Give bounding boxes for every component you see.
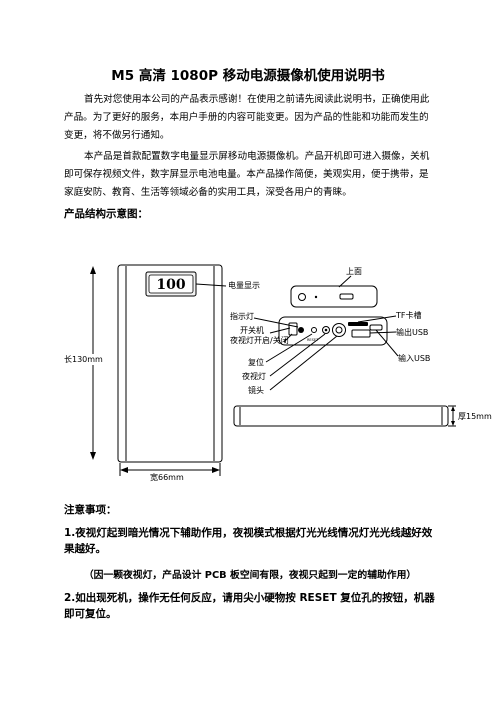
note-1: 1.夜视灯起到暗光情况下辅助作用，夜视模式根据灯光光线情况灯光光线越好效果越好。 (64, 527, 433, 555)
document-title: M5 高清 1080P 移动电源摄像机使用说明书 (111, 68, 385, 84)
side-view-outline (233, 405, 449, 427)
top-face-usb-port (339, 293, 354, 300)
reset-leader (265, 333, 313, 363)
indicator-light (298, 327, 304, 333)
label-night-light: 夜视灯 (242, 372, 266, 381)
output-usb-port (351, 329, 371, 338)
width-arrow-right (212, 467, 220, 473)
width-arrow-left (120, 467, 128, 473)
label-output-usb: 输出USB (396, 328, 429, 337)
tf-card-slot (348, 322, 368, 326)
reset-small-label: RESET (307, 338, 319, 342)
label-power-switch: 开关机 (240, 326, 264, 335)
battery-display-leader (195, 283, 227, 287)
output-usb-leader (369, 331, 397, 334)
notes-heading: 注意事项： (64, 504, 117, 516)
label-night-light-switch: 夜视灯开启/关闭 (230, 336, 289, 345)
tf-slot-leader (357, 315, 397, 323)
reset-hole (311, 327, 317, 333)
label-indicator: 指示灯 (230, 312, 254, 321)
camera-lens (332, 323, 346, 337)
label-input-usb: 输入USB (398, 354, 431, 363)
top-face-hole-1 (298, 293, 306, 301)
camera-lens-inner (335, 326, 343, 334)
lens-leader (269, 335, 338, 391)
night-light-center (324, 328, 328, 332)
note-2: 2.如出现死机，操作无任何反应，请用尖小硬物按 RESET 复位孔的按钮，机器即… (64, 592, 435, 620)
label-battery-display: 电量显示 (228, 281, 260, 290)
label-tf-slot: TF卡槽 (396, 311, 422, 320)
description-paragraph: 本产品是首款配置数字电量显示屏移动电源摄像机。产品开机即可进入摄像，关机即可保存… (64, 151, 430, 198)
thickness-arrow-bottom (451, 421, 455, 426)
power-switch-slot (288, 322, 298, 336)
top-face-hole-2 (314, 295, 318, 299)
thickness-arrow-top (451, 406, 455, 411)
label-length: 长130mm (64, 354, 103, 365)
top-face-outline (290, 285, 378, 308)
night-light (322, 326, 330, 334)
label-top-face: 上面 (346, 267, 362, 276)
intro-paragraph: 首先对您使用本公司的产品表示感谢！在使用之前请先阅读此说明书，正确使用此产品。为… (64, 94, 430, 141)
length-arrow-top (90, 266, 96, 274)
label-thickness: 厚15mm (458, 412, 492, 421)
battery-display-value: 100 (156, 277, 185, 293)
top-face-leader (338, 275, 352, 288)
night-light-leader (269, 333, 326, 377)
device-front-outline (117, 264, 223, 463)
night-switch-leader (283, 333, 293, 343)
battery-display-inner (148, 274, 194, 294)
power-switch-leader (269, 327, 291, 334)
input-usb-leader (375, 329, 399, 357)
length-arrow-bottom (90, 452, 96, 460)
input-usb-port (369, 324, 383, 331)
label-width: 宽66mm (150, 472, 184, 483)
label-reset: 复位 (248, 358, 264, 367)
note-1-sub: （因一颗夜视灯，产品设计 PCB 板空间有限，夜视只起到一定的辅助作用） (83, 570, 417, 581)
label-lens: 镜头 (248, 386, 264, 395)
structure-heading: 产品结构示意图： (64, 208, 148, 220)
indicator-leader (253, 317, 299, 328)
